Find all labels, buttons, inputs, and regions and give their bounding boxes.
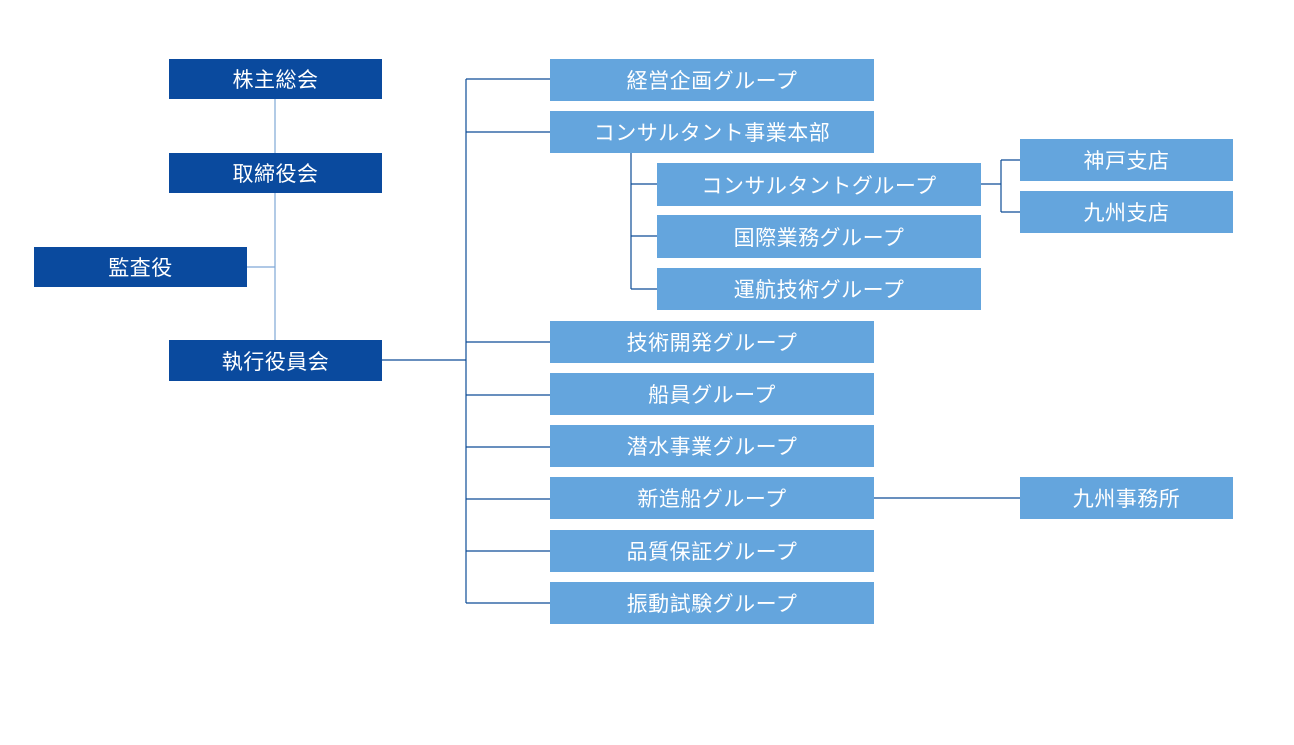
international-group-box: 国際業務グループ	[657, 215, 981, 258]
consultant-group-box: コンサルタントグループ	[657, 163, 981, 206]
executive-connectors	[247, 99, 276, 340]
newbuild-group-box: 新造船グループ	[550, 477, 874, 519]
crew-group-box: 船員グループ	[550, 373, 874, 415]
diving-group-box: 潜水事業グループ	[550, 425, 874, 467]
planning-group-box: 経営企画グループ	[550, 59, 874, 101]
tech-dev-group-box: 技術開発グループ	[550, 321, 874, 363]
kyushu-branch-box: 九州支店	[1020, 191, 1233, 233]
shareholders-meeting-box: 株主総会	[169, 59, 382, 99]
kyushu-office-box: 九州事務所	[1020, 477, 1233, 519]
department-connectors	[382, 78, 1020, 604]
consulting-hq-box: コンサルタント事業本部	[550, 111, 874, 153]
quality-group-box: 品質保証グループ	[550, 530, 874, 572]
navigation-group-box: 運航技術グループ	[657, 268, 981, 310]
board-of-directors-box: 取締役会	[169, 153, 382, 193]
kobe-branch-box: 神戸支店	[1020, 139, 1233, 181]
vibration-group-box: 振動試験グループ	[550, 582, 874, 624]
executive-committee-box: 執行役員会	[169, 340, 382, 381]
auditor-box: 監査役	[34, 247, 247, 287]
